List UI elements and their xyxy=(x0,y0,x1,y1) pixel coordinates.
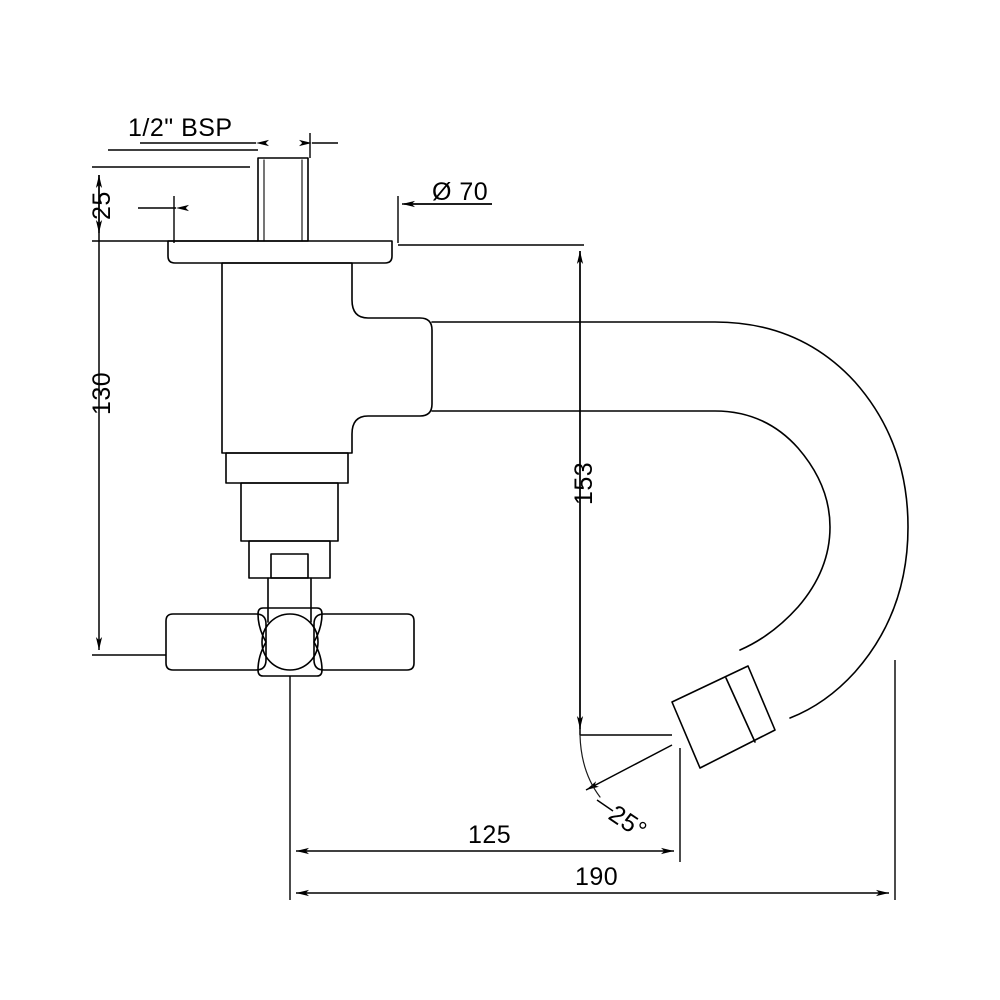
stem-housing xyxy=(240,482,339,623)
dimension-projection-short: 125 xyxy=(289,676,681,862)
label-flange-thickness: 25 xyxy=(88,191,116,220)
aerator-outlet xyxy=(671,665,776,769)
dimension-flange-thickness: 25 xyxy=(88,166,258,243)
bonnet-collar xyxy=(225,452,349,484)
label-outlet-angle: 25° xyxy=(604,800,652,845)
valve-body xyxy=(221,262,433,454)
label-projection-short: 125 xyxy=(468,821,511,849)
inlet-nipple xyxy=(257,157,309,242)
label-flange-diameter: Ø 70 xyxy=(432,178,488,206)
label-projection-total: 190 xyxy=(575,863,618,891)
label-body-height: 130 xyxy=(88,372,116,415)
label-inlet-thread: 1/2" BSP xyxy=(128,114,233,142)
faucet-geometry xyxy=(165,157,909,769)
dimension-body-height: 130 xyxy=(88,175,166,656)
swan-spout xyxy=(431,321,909,719)
dimension-inlet-thread: 1/2" BSP xyxy=(108,114,338,158)
label-spout-height: 153 xyxy=(570,462,598,505)
cross-handle xyxy=(165,607,415,677)
dimension-projection-total: 190 xyxy=(289,660,896,900)
dimension-spout-height: 153 xyxy=(398,244,598,735)
dimension-outlet-angle: 25° xyxy=(579,734,673,845)
dimension-flange-diameter: Ø 70 xyxy=(397,178,492,243)
wall-flange xyxy=(167,240,393,264)
